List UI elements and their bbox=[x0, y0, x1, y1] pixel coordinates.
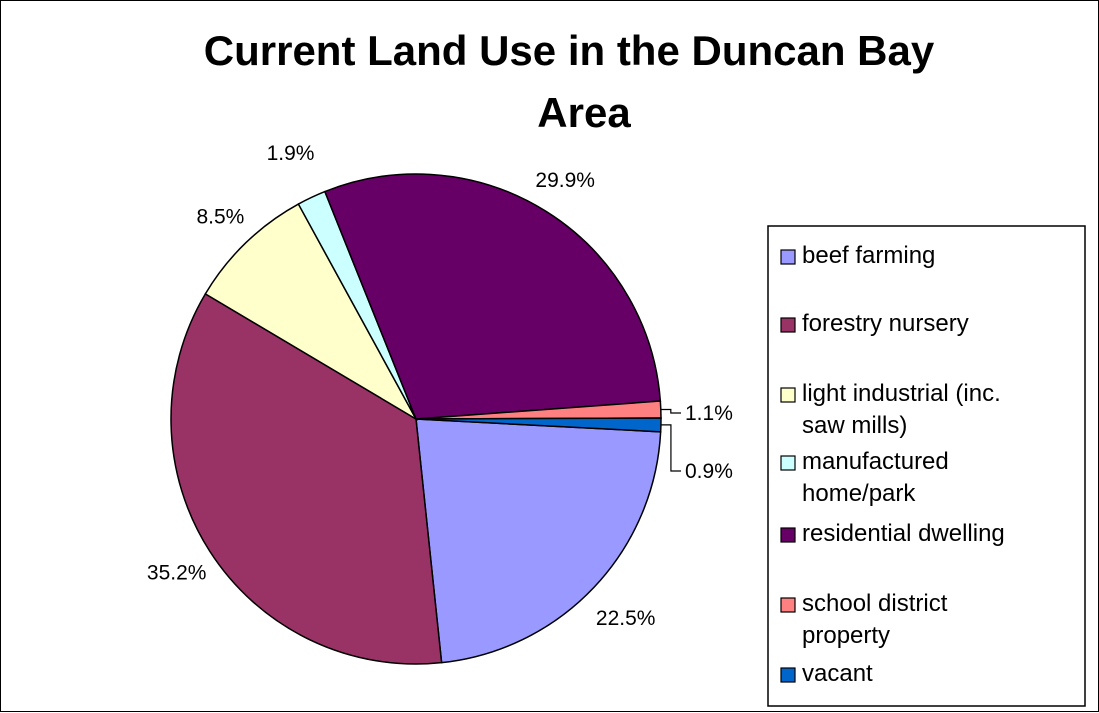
legend-label-light-industrial-inc-saw-mills: light industrial (inc. bbox=[802, 380, 1001, 407]
chart-title: Current Land Use in the Duncan Bay Area bbox=[204, 27, 935, 136]
legend-swatch-vacant bbox=[780, 667, 796, 683]
pie-slice-forestry-nursery bbox=[170, 292, 443, 665]
legend: beef farming forestry nursery light indust… bbox=[767, 225, 1086, 707]
legend-swatch-manufactured-home-park bbox=[780, 455, 796, 471]
leader-line-vacant bbox=[660, 424, 681, 472]
data-label-vacant: 0.9% bbox=[685, 460, 733, 483]
legend-swatch-school-district-property bbox=[780, 597, 796, 613]
legend-label-light-industrial-inc-saw-mills: saw mills) bbox=[802, 412, 907, 439]
data-label-forestry-nursery: 35.2% bbox=[147, 561, 207, 584]
legend-label-school-district-property: school district bbox=[802, 590, 948, 617]
legend-label-beef-farming: beef farming bbox=[802, 242, 935, 269]
pie-slices bbox=[170, 173, 662, 665]
legend-swatch-forestry-nursery bbox=[780, 317, 796, 333]
pie-slice-light-industrial-inc-saw-mills bbox=[204, 203, 418, 422]
data-label-light-industrial-inc-saw-mills: 8.5% bbox=[196, 205, 244, 228]
leader-lines bbox=[660, 408, 681, 472]
legend-box bbox=[767, 225, 1086, 707]
legend-label-forestry-nursery: forestry nursery bbox=[802, 310, 969, 337]
legend-label-vacant: vacant bbox=[802, 660, 873, 687]
data-label-manufactured-home-park: 1.9% bbox=[267, 142, 315, 165]
legend-label-manufactured-home-park: manufactured bbox=[802, 448, 949, 475]
data-label-residential-dwelling: 29.9% bbox=[535, 169, 595, 192]
legend-label-manufactured-home-park: home/park bbox=[802, 480, 916, 507]
legend-swatch-light-industrial-inc-saw-mills bbox=[780, 387, 796, 403]
data-label-school-district-property: 1.1% bbox=[685, 402, 733, 425]
data-labels: 22.5% 35.2% 8.5% 1.9% 29.9% 1.1% 0.9% bbox=[147, 142, 733, 630]
pie-slice-beef-farming bbox=[415, 418, 662, 664]
chart-title-line-2: Area bbox=[537, 89, 631, 136]
data-label-beef-farming: 22.5% bbox=[596, 607, 656, 630]
legend-swatch-residential-dwelling bbox=[780, 527, 796, 543]
legend-swatch-beef-farming bbox=[780, 249, 796, 265]
leader-line-school-district-property bbox=[660, 408, 681, 414]
pie-slice-residential-dwelling bbox=[323, 173, 662, 420]
legend-label-school-district-property: property bbox=[802, 622, 890, 649]
chart-title-line-1: Current Land Use in the Duncan Bay bbox=[204, 27, 935, 74]
legend-label-residential-dwelling: residential dwelling bbox=[802, 520, 1005, 547]
